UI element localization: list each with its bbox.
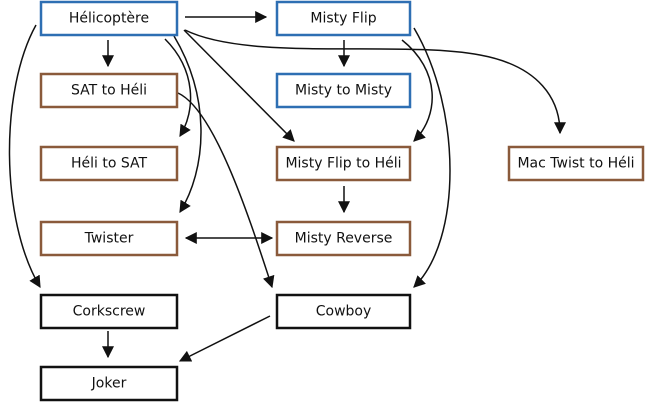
node-label: Mac Twist to Héli — [517, 156, 634, 172]
node-mac-twist-to-heli: Mac Twist to Héli — [507, 145, 645, 182]
node-cowboy: Cowboy — [275, 293, 412, 330]
node-box — [39, 293, 179, 330]
edge-sat-to-heli-cowboy — [177, 92, 275, 289]
edge-helicoptere-twister — [173, 35, 202, 214]
node-heli-to-sat: Héli to SAT — [39, 145, 179, 182]
node-box — [39, 220, 179, 257]
node-misty-flip: Misty Flip — [275, 0, 412, 37]
node-box — [275, 220, 412, 257]
node-misty-reverse: Misty Reverse — [275, 220, 412, 257]
edge-cowboy-joker — [178, 315, 271, 362]
node-helicoptere: Hélicoptère — [39, 0, 179, 37]
node-box — [507, 145, 645, 182]
node-twister: Twister — [39, 220, 179, 257]
node-box — [39, 72, 179, 109]
node-sat-to-heli: SAT to Héli — [39, 72, 179, 109]
node-misty-flip-to-heli: Misty Flip to Héli — [275, 145, 412, 182]
node-box — [39, 0, 179, 37]
node-box — [275, 293, 412, 330]
node-label: Misty Flip — [310, 11, 376, 27]
edge-misty-flip-misty-flip-to-heli — [401, 39, 433, 142]
node-label: Corkscrew — [73, 304, 146, 320]
node-box — [275, 145, 412, 182]
node-box — [39, 365, 179, 402]
node-label: Cowboy — [316, 304, 372, 320]
node-label: Joker — [91, 376, 127, 392]
node-label: Twister — [84, 231, 134, 247]
node-box — [275, 72, 412, 109]
node-label: Misty Reverse — [295, 231, 393, 247]
edge-helicoptere-misty-flip-to-heli — [183, 29, 295, 142]
edges — [8, 11, 566, 362]
node-label: Misty to Misty — [295, 83, 392, 99]
node-joker: Joker — [39, 365, 179, 402]
edge-helicoptere-corkscrew — [8, 24, 41, 289]
node-misty-to-misty: Misty to Misty — [275, 72, 412, 109]
node-label: Héli to SAT — [71, 156, 148, 172]
edge-misty-flip-cowboy — [413, 27, 451, 288]
node-label: Hélicoptère — [69, 11, 149, 27]
edge-helicoptere-mac-twist-to-heli — [184, 29, 566, 135]
node-label: SAT to Héli — [71, 83, 147, 99]
node-box — [39, 145, 179, 182]
node-corkscrew: Corkscrew — [39, 293, 179, 330]
node-box — [275, 0, 412, 37]
edge-helicoptere-heli-to-sat — [164, 38, 192, 138]
node-label: Misty Flip to Héli — [285, 156, 401, 172]
